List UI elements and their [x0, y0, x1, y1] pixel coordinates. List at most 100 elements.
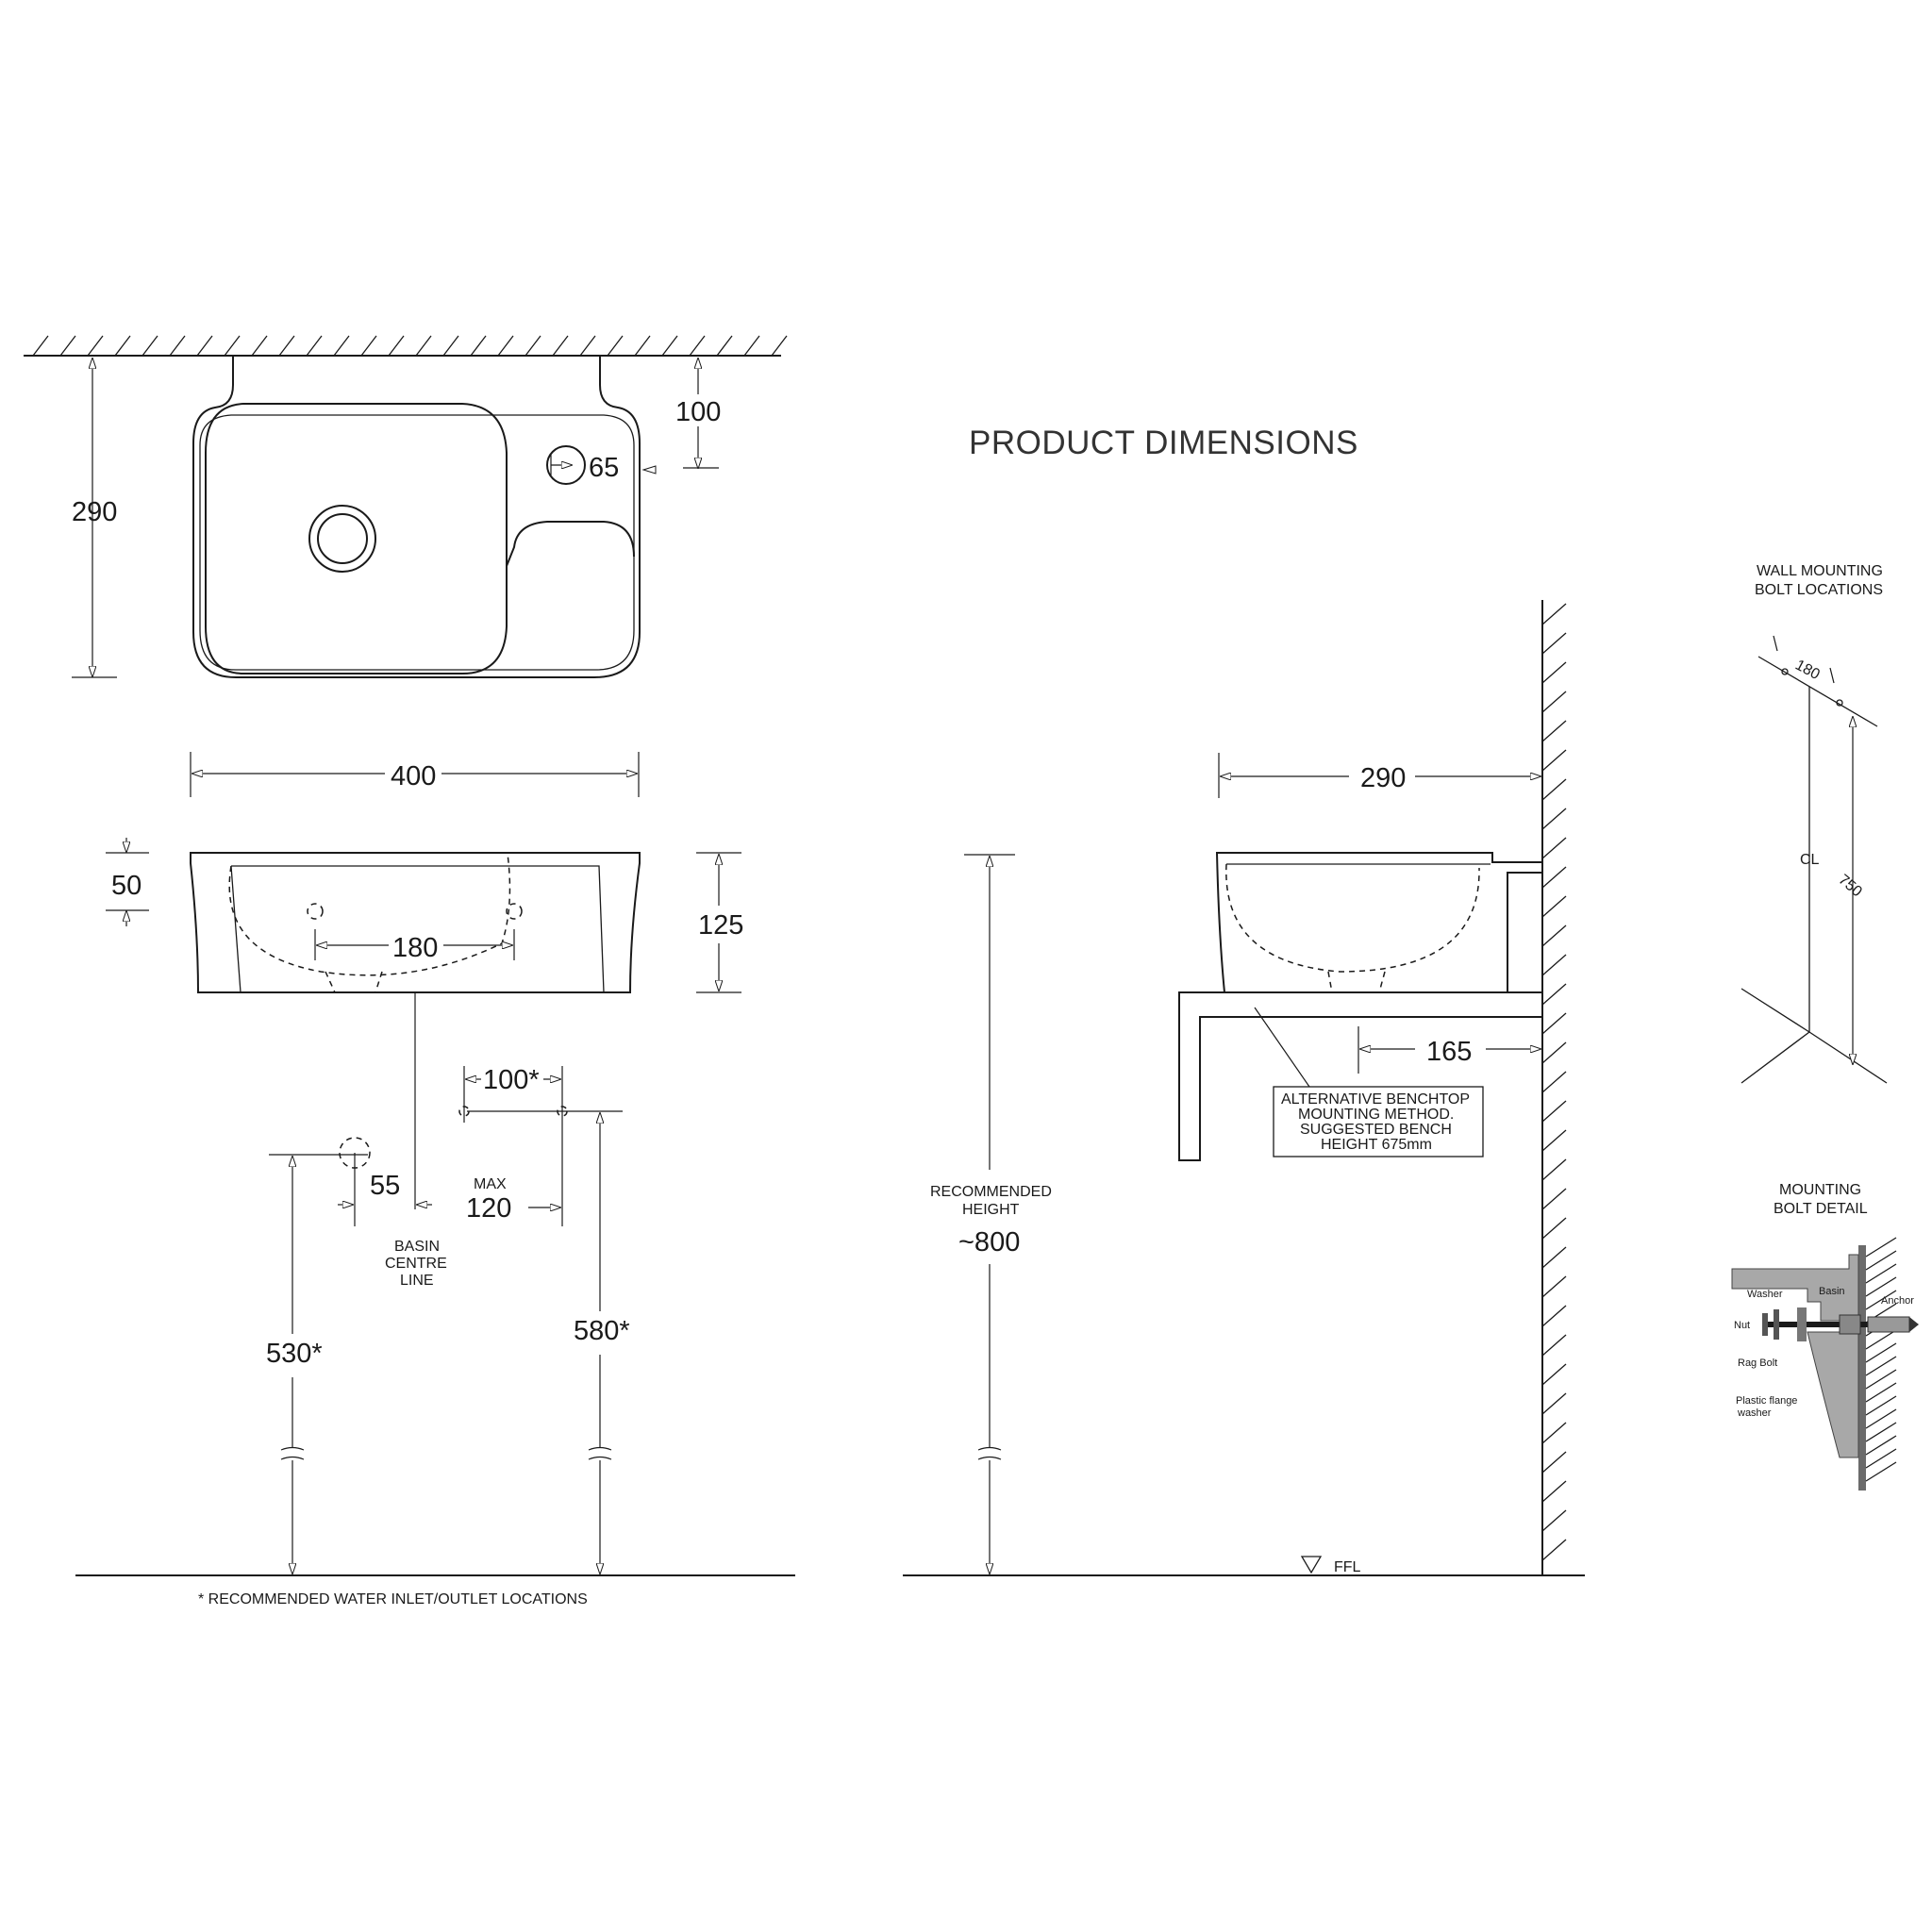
hatch-line [1541, 895, 1567, 918]
hatch-line [771, 335, 788, 357]
hatch-line [1541, 1363, 1567, 1386]
basin-centre-line-3: LINE [400, 1273, 434, 1289]
page-title: PRODUCT DIMENSIONS [969, 425, 1358, 461]
detail-label-flange-2: washer [1737, 1407, 1772, 1419]
hatch-line [306, 335, 323, 357]
hatch-line [1865, 1382, 1897, 1403]
dim-tap-setback: 100 [675, 397, 721, 427]
hatch-line [1541, 778, 1567, 801]
hatch-line [1541, 1334, 1567, 1357]
hatch-line [1865, 1408, 1897, 1429]
bench-note-box [1273, 1086, 1484, 1158]
bench-note-3: SUGGESTED BENCH [1300, 1122, 1452, 1138]
wall-hatch [32, 335, 788, 357]
hatch-line [1541, 1012, 1567, 1035]
detail-label-washer: Washer [1747, 1289, 1783, 1300]
hatch-line [1865, 1369, 1897, 1390]
hatch-line [525, 335, 541, 357]
hatch-line [388, 335, 405, 357]
dim-50: 50 [111, 871, 142, 901]
hatch-line [689, 335, 706, 357]
dim-front-height: 125 [698, 910, 743, 941]
hatch-line [1541, 1100, 1567, 1123]
hatch-line [1865, 1422, 1897, 1442]
hatch-line [1541, 1217, 1567, 1240]
hatch-line [1541, 720, 1567, 742]
hatch-line [87, 335, 104, 357]
drain [308, 505, 376, 573]
hatch-line [278, 335, 295, 357]
dim-side-depth: 290 [1360, 763, 1406, 793]
dim-bolt-spacing: 180 [392, 933, 438, 963]
mounting-bolt-detail: MOUNTING BOLT DETAIL Washer Basin Anchor… [1731, 1182, 1919, 1491]
detail-label-basin: Basin [1819, 1286, 1845, 1297]
hatch-line [1541, 837, 1567, 859]
max-value: 120 [466, 1193, 511, 1224]
hatch-line [1541, 1480, 1567, 1503]
hatch-line [1865, 1395, 1897, 1416]
hatch-line [1541, 603, 1567, 625]
hatch-line [497, 335, 514, 357]
hatch-line [470, 335, 487, 357]
hatch-line [607, 335, 624, 357]
hatch-line [1865, 1356, 1897, 1376]
hatch-line [142, 335, 158, 357]
hatch-line [1865, 1448, 1897, 1469]
front-view: 50 125 180 100* 55 MAX 120 [75, 838, 795, 1607]
dim-100-star: 100* [483, 1065, 540, 1095]
basin-outline [192, 356, 641, 678]
wall-bolt-title-1: WALL MOUNTING [1757, 563, 1883, 579]
hatch-line [1541, 1071, 1567, 1093]
hatch-line [1541, 1188, 1567, 1210]
max-label: MAX [474, 1176, 507, 1192]
basin-centre-line-2: CENTRE [385, 1256, 447, 1272]
bowl-outline [205, 403, 508, 675]
hatch-line [1541, 1305, 1567, 1327]
front-basin-outline [190, 852, 641, 993]
hatch-line [552, 335, 569, 357]
hatch-line [1541, 1539, 1567, 1561]
ffl-label: FFL [1334, 1559, 1361, 1575]
hatch-line [1865, 1250, 1897, 1271]
hatch-line [1541, 749, 1567, 772]
dim-plan-depth: 290 [72, 497, 117, 527]
hatch-line [1541, 866, 1567, 889]
recommended-height-value: ~800 [958, 1227, 1020, 1257]
hatch-line [251, 335, 268, 357]
side-wall-hatch [1541, 603, 1567, 1561]
hatch-line [1541, 1129, 1567, 1152]
dim-165: 165 [1426, 1037, 1472, 1067]
bench-bracket [1178, 991, 1543, 1161]
hatch-line [579, 335, 596, 357]
centreline-label: CL [1800, 852, 1820, 868]
hatch-line [1865, 1276, 1897, 1297]
hatch-line [1865, 1435, 1897, 1456]
basin-centre-line-1: BASIN [394, 1239, 440, 1255]
footnote: * RECOMMENDED WATER INLET/OUTLET LOCATIO… [198, 1591, 588, 1607]
hatch-line [32, 335, 49, 357]
dim-580: 580* [574, 1316, 630, 1346]
hatch-line [743, 335, 760, 357]
hatch-line [1865, 1263, 1897, 1284]
hatch-line [1541, 954, 1567, 976]
hatch-line [1541, 632, 1567, 655]
hatch-line [1541, 1246, 1567, 1269]
hatch-line [1865, 1461, 1897, 1482]
plan-view: 65 290 100 400 [24, 335, 788, 797]
hatch-line [634, 335, 651, 357]
bench-note-4: HEIGHT 675mm [1321, 1137, 1432, 1153]
side-basin-outline [1215, 852, 1543, 993]
side-view: 290 165 ALTERNATIVE BENCHTOP MOUNTING ME… [903, 600, 1585, 1576]
hatch-line [1865, 1237, 1897, 1257]
hatch-line [1541, 1422, 1567, 1444]
hatch-line [1541, 691, 1567, 713]
hatch-line [661, 335, 678, 357]
hatch-line [114, 335, 131, 357]
hatch-line [1541, 808, 1567, 830]
hatch-line [59, 335, 76, 357]
hatch-line [1541, 1392, 1567, 1415]
hatch-line [1865, 1342, 1897, 1363]
detail-label-nut: Nut [1734, 1320, 1750, 1331]
bench-note-1: ALTERNATIVE BENCHTOP [1281, 1091, 1470, 1108]
